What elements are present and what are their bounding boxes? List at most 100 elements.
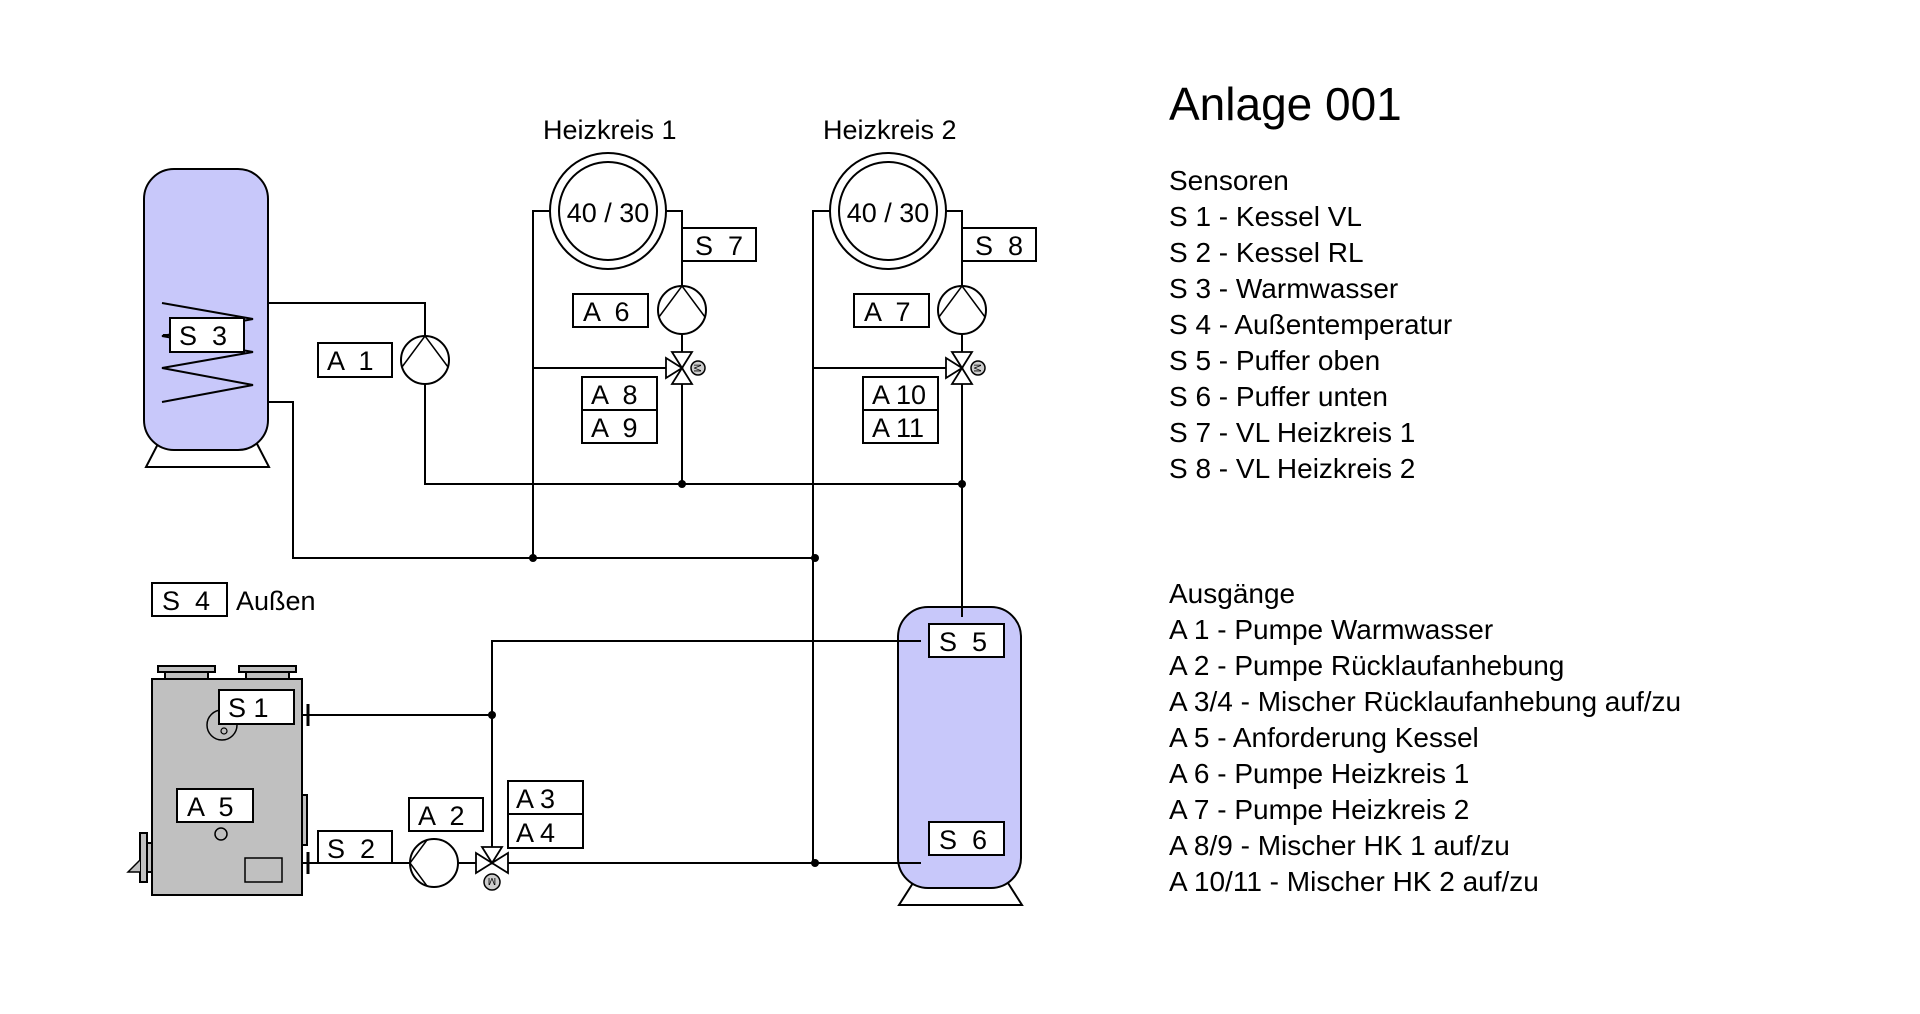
sensor-s3-box[interactable] — [169, 317, 245, 353]
sensor-s6-label: S 6 — [939, 825, 987, 855]
output-legend: Ausgänge A 1 - Pumpe Warmwasser A 2 - Pu… — [1169, 576, 1681, 900]
legend-item: A 5 - Anforderung Kessel — [1169, 722, 1479, 753]
junction-dot — [529, 554, 537, 562]
radiator-inner — [838, 161, 938, 261]
output-a5-label: A 5 — [187, 792, 234, 822]
junction-dot — [811, 859, 819, 867]
pipe-hk1-return — [532, 210, 549, 558]
inspection-door — [244, 857, 283, 883]
output-a1-box — [317, 342, 393, 378]
svg-text:M: M — [971, 364, 982, 372]
legend-item: A 3/4 - Mischer Rücklaufanhebung auf/zu — [1169, 686, 1682, 717]
output-a8-label: A 8 — [591, 380, 638, 410]
legend-item: S 1 - Kessel VL — [1169, 201, 1362, 232]
pump-icon — [657, 285, 707, 335]
output-a9-label: A 9 — [591, 413, 638, 443]
legend-item: S 8 - VL Heizkreis 2 — [1169, 453, 1416, 484]
dhw-heating-coil — [161, 302, 254, 403]
legend-item: A 6 - Pumpe Heizkreis 1 — [1169, 758, 1470, 789]
output-a7-label: A 7 — [864, 297, 911, 327]
legend-item: S 2 - Kessel RL — [1169, 237, 1364, 268]
pump-chevron — [658, 284, 706, 318]
svg-text:M: M — [691, 364, 702, 372]
junction-dot — [678, 480, 686, 488]
output-a4-label: A 4 — [516, 818, 555, 848]
sensor-s2-box[interactable] — [317, 830, 393, 864]
mixer-valve-icon: M — [945, 351, 986, 385]
junction-dot — [488, 711, 496, 719]
output-legend-heading: Ausgänge — [1169, 578, 1296, 609]
output-a1-label: A 1 — [327, 346, 374, 376]
flue-stub — [245, 671, 290, 680]
sensor-s1-box[interactable] — [218, 689, 295, 725]
pipe-buffer-top — [491, 640, 921, 715]
indicator-light-icon — [214, 827, 228, 841]
pipe-dhw-supply — [162, 302, 962, 485]
sensor-s8-box[interactable] — [961, 227, 1037, 262]
pump-a2[interactable]: A 2 — [408, 797, 484, 888]
sensor-s6-box[interactable] — [928, 821, 1005, 856]
junction-dot — [958, 480, 966, 488]
mixer-valve-icon: M — [665, 351, 706, 385]
buffer-tank[interactable]: S 5 S 6 — [897, 606, 1024, 906]
pump-a1[interactable]: A 1 — [317, 334, 450, 385]
buffer-tank-foot — [897, 882, 1024, 906]
hk2-title: Heizkreis 2 — [823, 115, 957, 145]
legend-item: S 7 - VL Heizkreis 1 — [1169, 417, 1416, 448]
pump-icon — [937, 285, 987, 335]
output-a5-box[interactable] — [176, 788, 254, 823]
junction-dot — [811, 554, 819, 562]
svg-text:M: M — [488, 875, 496, 886]
output-a3-label: A 3 — [516, 784, 555, 814]
outdoor-sensor[interactable]: S 4 Außen — [151, 582, 316, 617]
burner-flange — [139, 832, 148, 883]
sensor-s4-label: S 4 — [162, 586, 210, 616]
mixer-a3-a4[interactable]: M A 3 A 4 — [475, 780, 584, 891]
radiator-inner — [558, 161, 658, 261]
pump-icon — [400, 335, 450, 385]
page-title: Anlage 001 — [1169, 78, 1402, 130]
pump-icon — [409, 838, 459, 888]
output-a2-label: A 2 — [418, 801, 465, 831]
legend-item: S 4 - Außentemperatur — [1169, 309, 1453, 340]
sensor-s3-label: S 3 — [179, 321, 227, 351]
flue-cap — [157, 665, 216, 673]
sensor-s4-box — [151, 582, 228, 617]
sensor-s7-box[interactable] — [681, 227, 757, 262]
sensor-legend: Sensoren S 1 - Kessel VL S 2 - Kessel RL… — [1169, 163, 1452, 487]
output-a11-label: A 11 — [872, 413, 924, 443]
pump-chevron — [409, 839, 428, 887]
hydraulic-schematic: S 3 A 1 Heizkreis 1 40 / 30 S 7 A 6 M A … — [126, 115, 1037, 906]
legend-item: A 2 - Pumpe Rücklaufanhebung — [1169, 650, 1565, 681]
boiler[interactable]: S 1 A 5 — [126, 665, 310, 896]
output-a6-label: A 6 — [583, 297, 630, 327]
output-a6-box[interactable] — [572, 293, 649, 328]
output-a7-box[interactable] — [853, 293, 930, 328]
pipe-hk2-supply — [946, 210, 963, 617]
sensor-s1-label: S 1 — [228, 693, 269, 723]
sensor-s7-label: S 7 — [695, 231, 743, 261]
flue-stub — [164, 671, 209, 680]
output-a2-box — [408, 797, 484, 832]
sensor-s5-label: S 5 — [939, 627, 987, 657]
dhw-tank[interactable]: S 3 — [143, 168, 271, 468]
pipe-hk1-supply — [666, 210, 683, 484]
sensor-s5-box[interactable] — [928, 623, 1005, 658]
hk1-title: Heizkreis 1 — [543, 115, 677, 145]
burner-nozzle — [126, 859, 141, 873]
sensor-s2-label: S 2 — [327, 834, 375, 864]
buffer-tank-body — [897, 606, 1022, 889]
output-a10-label: A 10 — [872, 380, 926, 410]
heating-circuit-2[interactable]: Heizkreis 2 40 / 30 S 8 A 7 M A 10 A 11 — [823, 115, 1037, 444]
legend-item: S 3 - Warmwasser — [1169, 273, 1399, 304]
legend-item: A 7 - Pumpe Heizkreis 2 — [1169, 794, 1470, 825]
legend-item: A 10/11 - Mischer HK 2 auf/zu — [1169, 866, 1539, 897]
pipe-hk2-return — [812, 210, 830, 863]
hk1-temperatures: 40 / 30 — [567, 198, 650, 228]
mixer-valve-icon: M — [475, 846, 509, 891]
heating-circuit-1[interactable]: Heizkreis 1 40 / 30 S 7 A 6 M A 8 A 9 — [543, 115, 757, 444]
dhw-tank-foot — [144, 439, 271, 468]
outdoor-label: Außen — [236, 586, 316, 616]
sensor-s8-label: S 8 — [975, 231, 1023, 261]
gauge-needle-icon — [220, 727, 228, 735]
